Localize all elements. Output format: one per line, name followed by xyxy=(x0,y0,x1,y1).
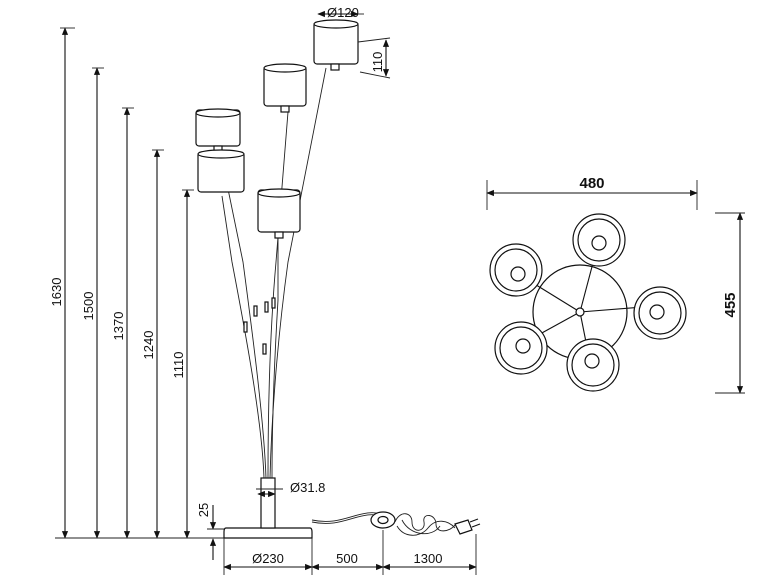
top-shade-lower-left xyxy=(494,321,548,375)
height-1370-label: 1370 xyxy=(111,312,126,341)
shade-fourth xyxy=(197,149,245,193)
lamp-side-view: Ø120 110 Ø31.8 xyxy=(195,5,391,539)
shade-height-label: 110 xyxy=(370,52,385,73)
shade-fifth xyxy=(257,188,301,239)
top-view-width-label: 480 xyxy=(579,175,604,192)
top-view-depth-label: 455 xyxy=(722,292,739,317)
cable-length-500-label: 500 xyxy=(336,551,358,566)
cable-length-1300-label: 1300 xyxy=(414,551,443,566)
top-shade-bottom xyxy=(566,338,620,392)
base-diameter-label: Ø230 xyxy=(252,551,284,566)
base-thickness-label: 25 xyxy=(196,503,211,517)
shade-diameter-label: Ø120 xyxy=(327,5,359,20)
bottom-dimensions: Ø230 500 1300 xyxy=(223,530,477,575)
top-shade-upper-right xyxy=(572,213,626,267)
plug xyxy=(454,518,481,535)
lamp-top-view: 480 455 xyxy=(486,175,745,394)
top-shade-right xyxy=(633,286,687,340)
height-1240-label: 1240 xyxy=(141,331,156,360)
lamp-base xyxy=(223,527,313,539)
height-1110-label: 1110 xyxy=(171,352,186,379)
shade-top xyxy=(313,19,359,71)
lamp-stem xyxy=(260,477,276,529)
height-1630-label: 1630 xyxy=(49,278,64,307)
shade-second xyxy=(263,63,307,113)
shade-third xyxy=(195,108,241,152)
cable-switch-plug xyxy=(311,511,481,536)
height-1500-label: 1500 xyxy=(81,292,96,321)
height-dimensions: 1630 1500 1370 1240 1110 25 xyxy=(49,27,232,560)
top-shade-left xyxy=(489,243,543,297)
stem-diameter-label: Ø31.8 xyxy=(290,480,325,495)
